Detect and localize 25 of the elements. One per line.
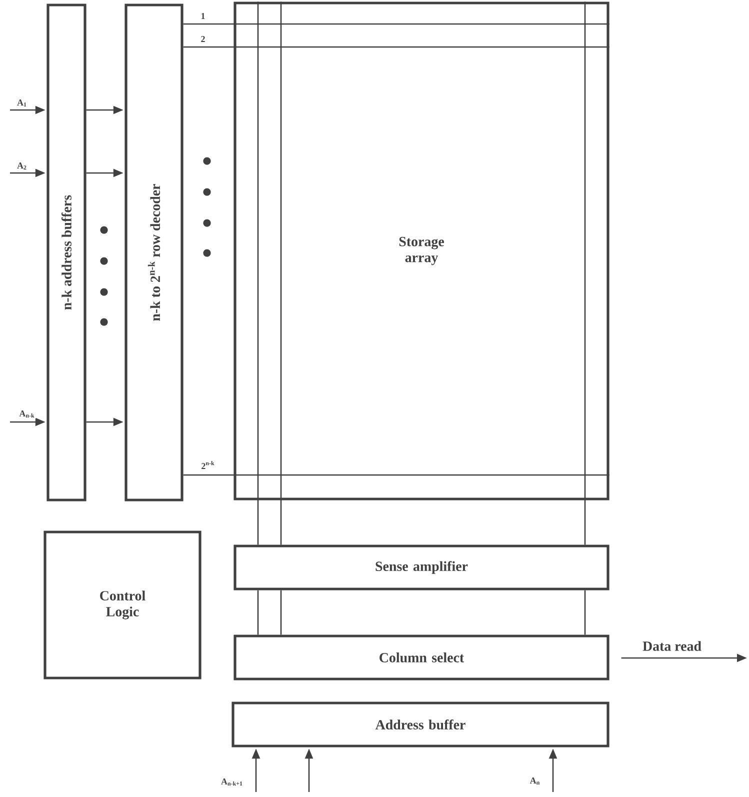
edge-label: A$_{1}$ [16,98,28,108]
signal-line [183,23,610,25]
signal-line [280,590,282,635]
signal-line [183,46,610,48]
signal-line [584,2,586,545]
edge-label: A$_{n}$ [528,776,542,786]
signal-line [584,590,586,635]
signal-line [257,2,259,545]
array-box: Storage array [234,2,610,500]
edge-label: 2$^{n-k}$ [200,460,216,470]
signal-line [257,590,259,635]
logic-box: Control Logic [44,530,202,680]
select-box: Column select [234,634,610,680]
edge-label: 2 [200,35,206,43]
buffer-box: Address buffer [232,702,610,748]
edge-label: A$_{n-k}$ [18,410,36,418]
signal-line [280,2,282,545]
decoder-box: n-k to 2$^{n-k}$ row decoder [124,4,184,502]
buffer-box: n-k address buffers [46,4,86,502]
edge-label: 1 [200,12,206,20]
edge-label: Data read [642,640,702,652]
edge-label: A$_{2}$ [16,162,28,170]
signal-line [183,474,610,476]
edge-label: A$_{n-k+1}$ [220,778,244,786]
amplifier-box: Sense amplifier [234,544,610,590]
